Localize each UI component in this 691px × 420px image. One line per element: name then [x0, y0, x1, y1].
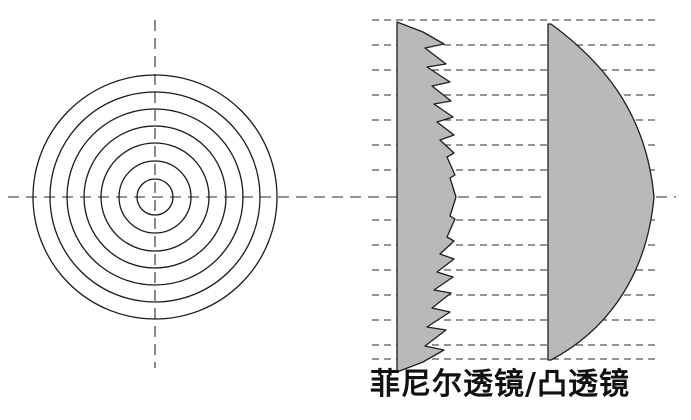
lens-caption: 菲尼尔透镜/凸透镜	[370, 367, 630, 402]
fresnel-ring	[118, 160, 192, 234]
fresnel-ring	[66, 108, 244, 286]
convex-lens-cross-section	[547, 23, 655, 361]
fresnel-ring	[136, 178, 174, 216]
fresnel-lens-cross-section	[396, 21, 457, 373]
fresnel-ring	[100, 142, 210, 252]
fresnel-ring	[83, 125, 227, 269]
